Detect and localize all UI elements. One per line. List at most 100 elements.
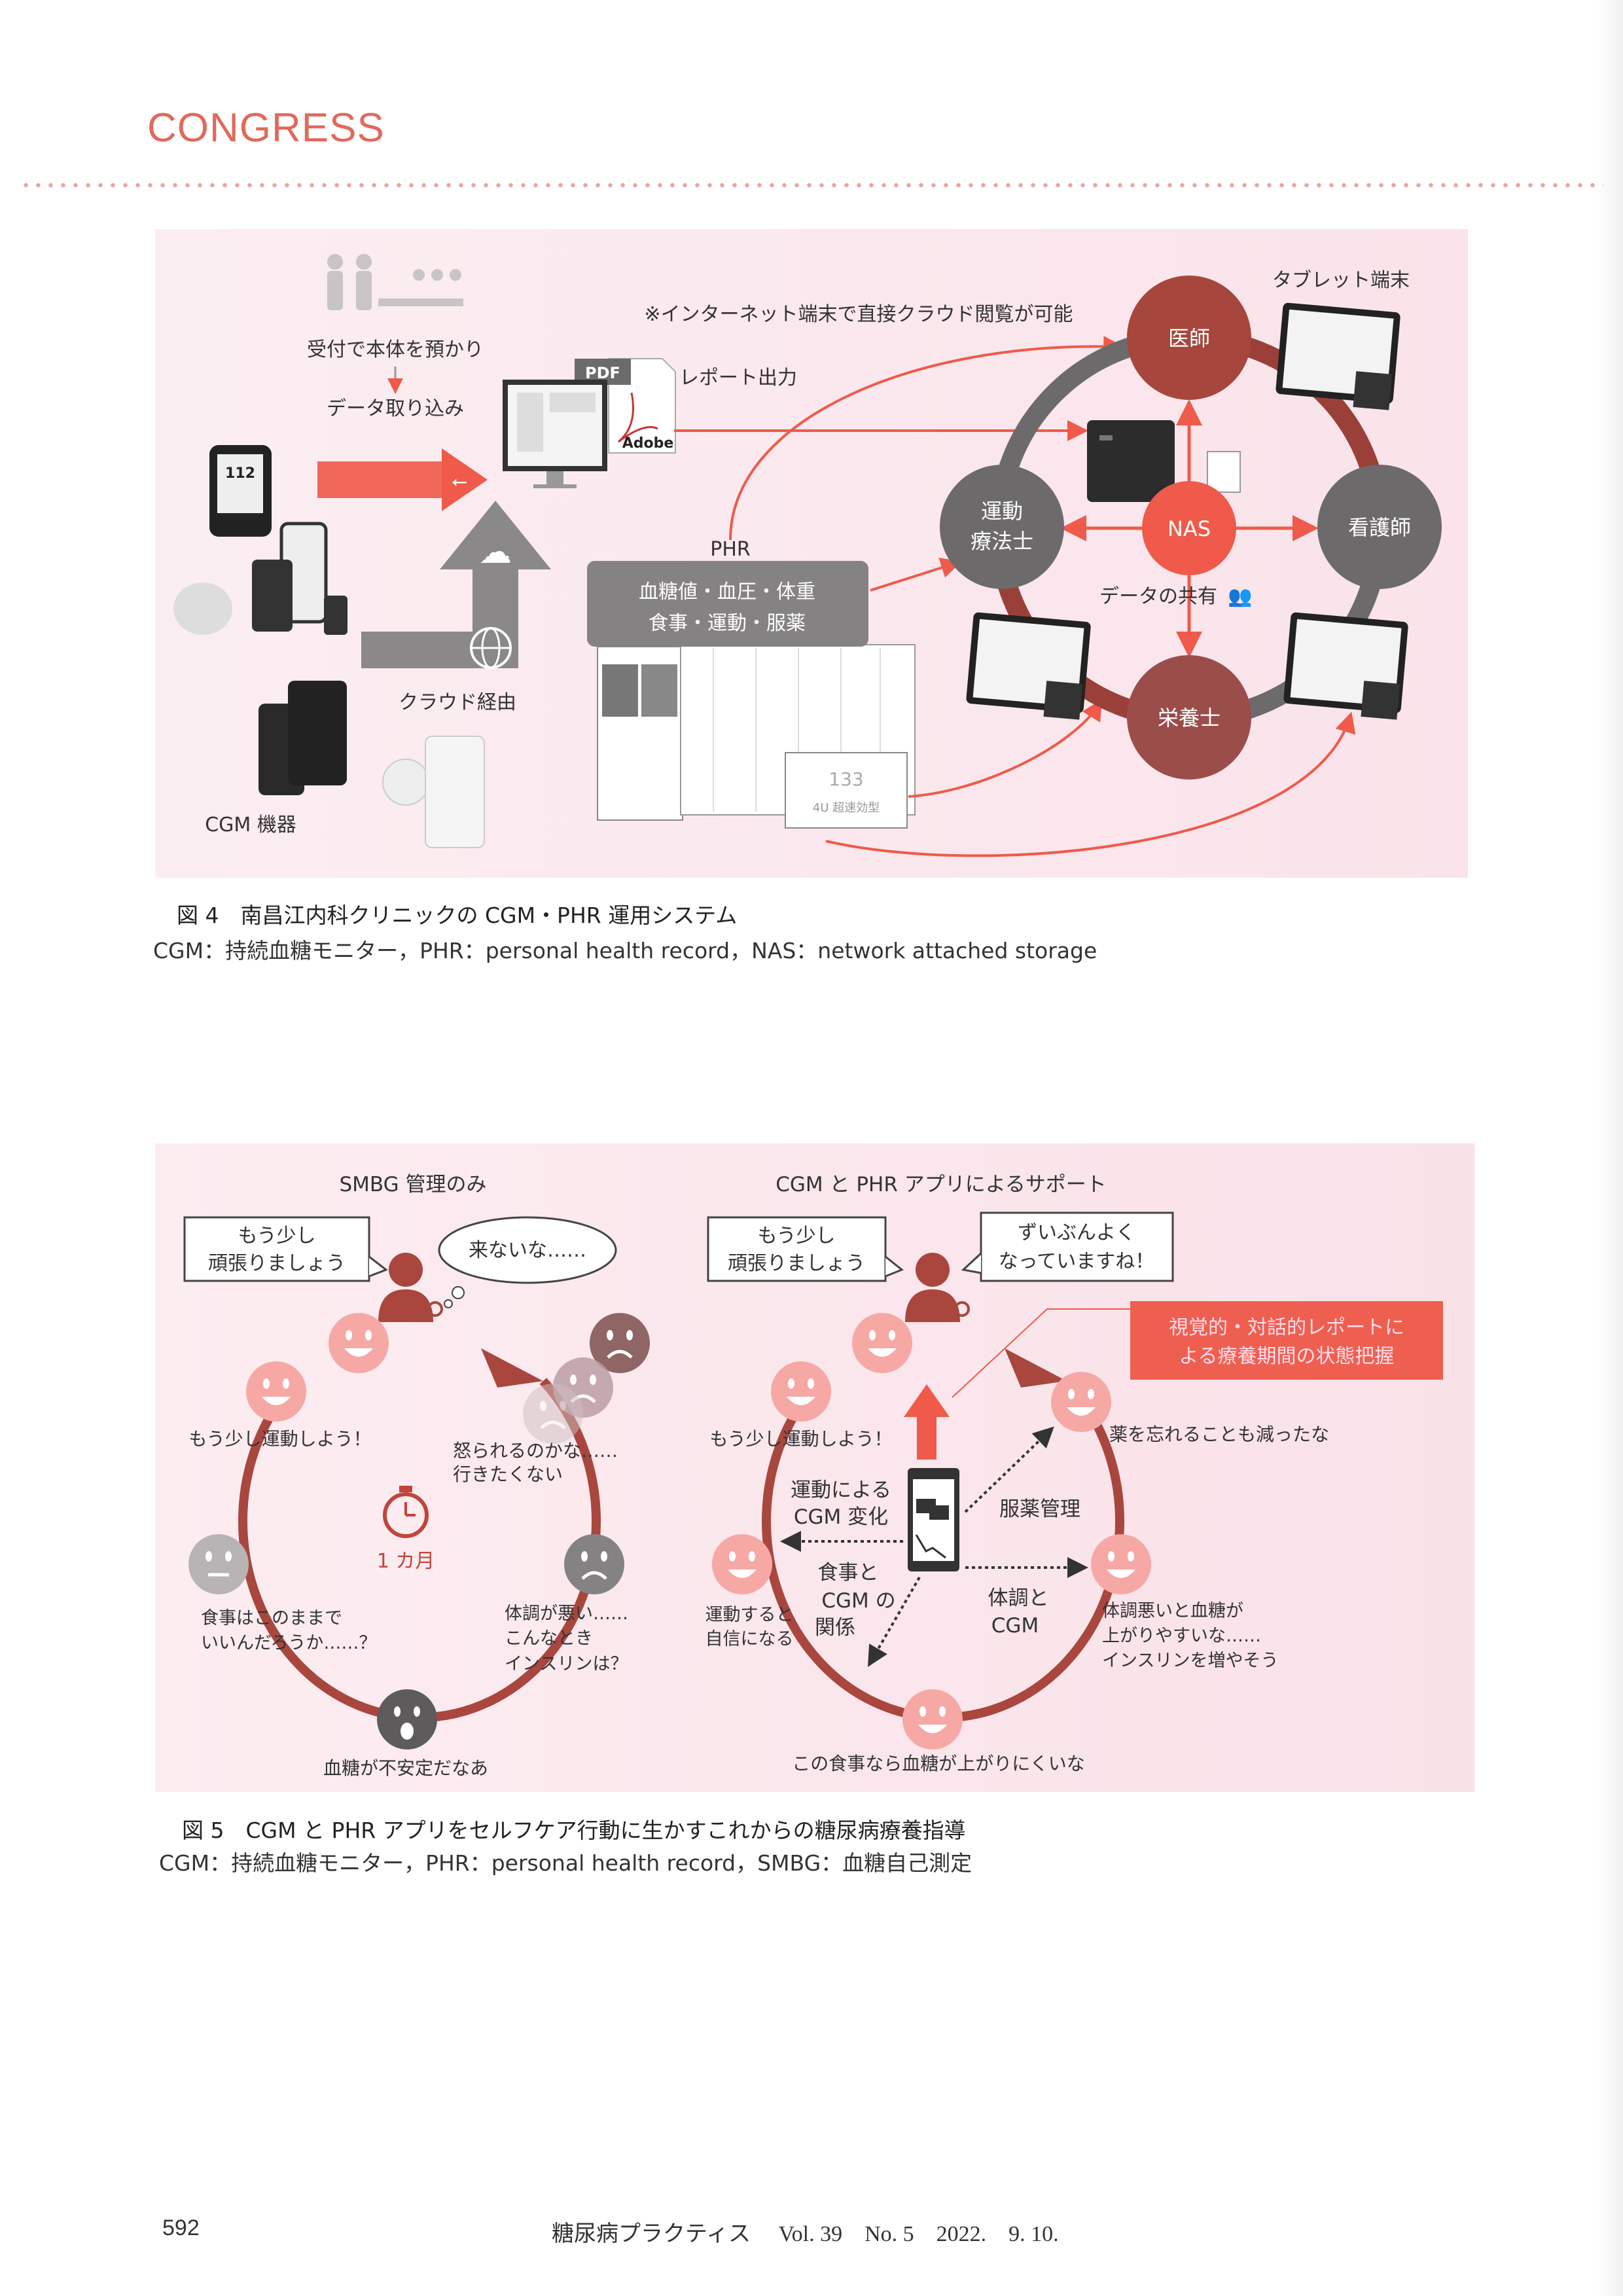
left-scolded-line1: 怒られるのかな…… [453, 1440, 618, 1462]
tablet-icon [1275, 302, 1400, 410]
happy-face-icon [1051, 1372, 1111, 1432]
left-thought-bubble: 来ないな…… [438, 1216, 617, 1308]
svg-text:もう少し: もう少し [238, 1225, 315, 1247]
dotted-arrows [780, 1426, 1088, 1667]
red-up-arrow [904, 1384, 950, 1460]
page-number: 592 [162, 2215, 200, 2240]
node-doctor: 医師 [1127, 276, 1251, 400]
right-title: CGM と PHR アプリによるサポート [776, 1173, 1107, 1196]
cloud-via-text: クラウド経由 [399, 691, 516, 714]
journal-citation: 糖尿病プラクティス Vol. 39 No. 5 2022. 9. 10. [552, 2222, 1059, 2246]
pc-monitor-icon [503, 380, 607, 488]
left-condition-line1: 体調が悪い…… [505, 1604, 628, 1624]
node-nas: NAS [1142, 481, 1236, 575]
neutral-face-icon [188, 1534, 249, 1594]
nas-arrows [1060, 399, 1319, 658]
pdf-small-icon [1207, 451, 1241, 493]
happy-face-icon [712, 1534, 772, 1594]
phr-insulin: 4U 超速効型 [813, 801, 880, 815]
tablet-icon [966, 612, 1091, 720]
phr-value: 133 [829, 768, 863, 790]
phr-items-line1: 血糖値・血圧・体重 [639, 581, 815, 603]
right-exercise-text: もう少し運動しよう！ [709, 1428, 892, 1450]
report-output-text: レポート出力 [679, 367, 797, 389]
left-condition-line2: こんなとき [505, 1628, 593, 1649]
left-title: SMBG 管理のみ [339, 1173, 486, 1196]
usb-transfer-arrow: ⭠ [317, 448, 488, 511]
dotted-divider [20, 182, 1603, 188]
left-doctor-bubble: もう少し 頑張りましょう [183, 1216, 389, 1282]
meal-ok-text: この食事なら血糖が上がりにくいな [792, 1753, 1084, 1774]
svg-text:Adobe: Adobe [622, 435, 674, 452]
sad-face-icon [564, 1534, 624, 1594]
svg-text:療法士: 療法士 [971, 529, 1033, 554]
happy-face-icon [246, 1361, 306, 1422]
phr-label: PHR [710, 538, 751, 561]
internet-note: ※インターネット端末で直接クラウド閲覧が可能 [644, 303, 1073, 326]
left-scolded-line2: 行きたくない [453, 1463, 563, 1485]
right-doctor-bubble: もう少し 頑張りましょう [707, 1216, 904, 1282]
svg-text:もう少し: もう少し [757, 1225, 835, 1247]
cgm-devices-image: 112 [173, 445, 485, 848]
doctor-icon [378, 1253, 443, 1322]
period-text: 1 カ月 [377, 1550, 435, 1573]
group-icon: 👥 [1228, 585, 1252, 608]
figure-5-diagram: SMBG 管理のみ もう少し 頑張りましょう 来ないな…… もう少し運動しよう！… [155, 1143, 1474, 1792]
report-line1: 視覚的・対話的レポートに [1169, 1316, 1404, 1339]
figure-4-caption-title: 図 4 南昌江内科クリニックの CGM・PHR 運用システム [177, 903, 738, 928]
svg-text:PDF: PDF [585, 364, 620, 382]
confidence-line1: 運動すると [705, 1605, 794, 1625]
condition-cgm-line2: CGM [991, 1614, 1039, 1638]
meal-cgm-line2: CGM の [821, 1589, 895, 1613]
condition-cgm-line1: 体調と [988, 1587, 1049, 1610]
nas-server-icon [1087, 420, 1175, 502]
left-meal-line1: 食事はこのままで [201, 1608, 342, 1628]
happy-face-icon [1091, 1534, 1151, 1594]
cloud-icon: ☁ [479, 533, 512, 571]
svg-text:NAS: NAS [1168, 516, 1211, 541]
smartphone-app-icon [908, 1468, 959, 1571]
section-header: CONGRESS [147, 105, 385, 151]
reception-text: 受付で本体を預かり [307, 338, 484, 361]
sad-face-icon [590, 1313, 650, 1373]
shock-face-icon [377, 1689, 437, 1749]
doctor-icon [905, 1253, 970, 1322]
happy-face-icon [771, 1361, 831, 1422]
figure-5-caption-note: CGM：持続血糖モニター，PHR：personal health record，… [159, 1850, 972, 1876]
exercise-cgm-line2: CGM 変化 [794, 1505, 888, 1529]
happy-face-icon [852, 1313, 912, 1373]
medication-mgmt: 服薬管理 [999, 1498, 1080, 1521]
insulin-line2: 上がりやすいな…… [1102, 1626, 1261, 1646]
node-exercise-therapist: 運動 療法士 [940, 465, 1064, 589]
figure-4-diagram: 受付で本体を預かり データ取り込み ※インターネット端末で直接クラウド閲覧が可能… [155, 229, 1468, 878]
report-box [1130, 1301, 1443, 1380]
svg-text:看護師: 看護師 [1348, 515, 1411, 540]
left-cycle-arrowhead [481, 1348, 543, 1388]
svg-text:来ないな……: 来ないな…… [469, 1239, 586, 1262]
left-exercise-text: もう少し運動しよう！ [188, 1428, 371, 1450]
data-sharing-text: データの共有 [1099, 585, 1217, 608]
tablet-label: タブレット端末 [1272, 269, 1410, 292]
cloud-upload-arrow: ☁ [361, 501, 551, 669]
report-line2: よる療養期間の状態把握 [1179, 1345, 1394, 1368]
svg-text:頑張りましょう: 頑張りましょう [208, 1252, 346, 1275]
left-condition-line3: インスリンは？ [505, 1654, 628, 1674]
svg-text:栄養士: 栄養士 [1158, 706, 1221, 730]
svg-text:運動: 運動 [981, 499, 1023, 524]
svg-text:ずいぶんよく: ずいぶんよく [1018, 1221, 1135, 1244]
report-callout-line [952, 1308, 1130, 1398]
node-dietitian: 栄養士 [1127, 655, 1251, 780]
figure-5-caption-title: 図 5 CGM と PHR アプリをセルフケア行動に生かすこれからの糖尿病療養指… [182, 1818, 966, 1843]
happy-face-icon [329, 1313, 389, 1373]
svg-text:医師: 医師 [1168, 326, 1210, 351]
meal-cgm-line1: 食事と [818, 1561, 879, 1585]
svg-text:なっていますね！: なっていますね！ [999, 1250, 1155, 1273]
exercise-cgm-line1: 運動による [791, 1479, 891, 1502]
stopwatch-icon [383, 1486, 429, 1538]
left-unstable-text: 血糖が不安定だなあ [323, 1757, 488, 1779]
right-cycle-arrowhead [1005, 1348, 1067, 1388]
meal-cgm-line3: 関係 [815, 1616, 855, 1640]
phr-value-box [785, 752, 908, 829]
node-nurse: 看護師 [1317, 465, 1442, 589]
reception-people-icon [327, 254, 463, 310]
